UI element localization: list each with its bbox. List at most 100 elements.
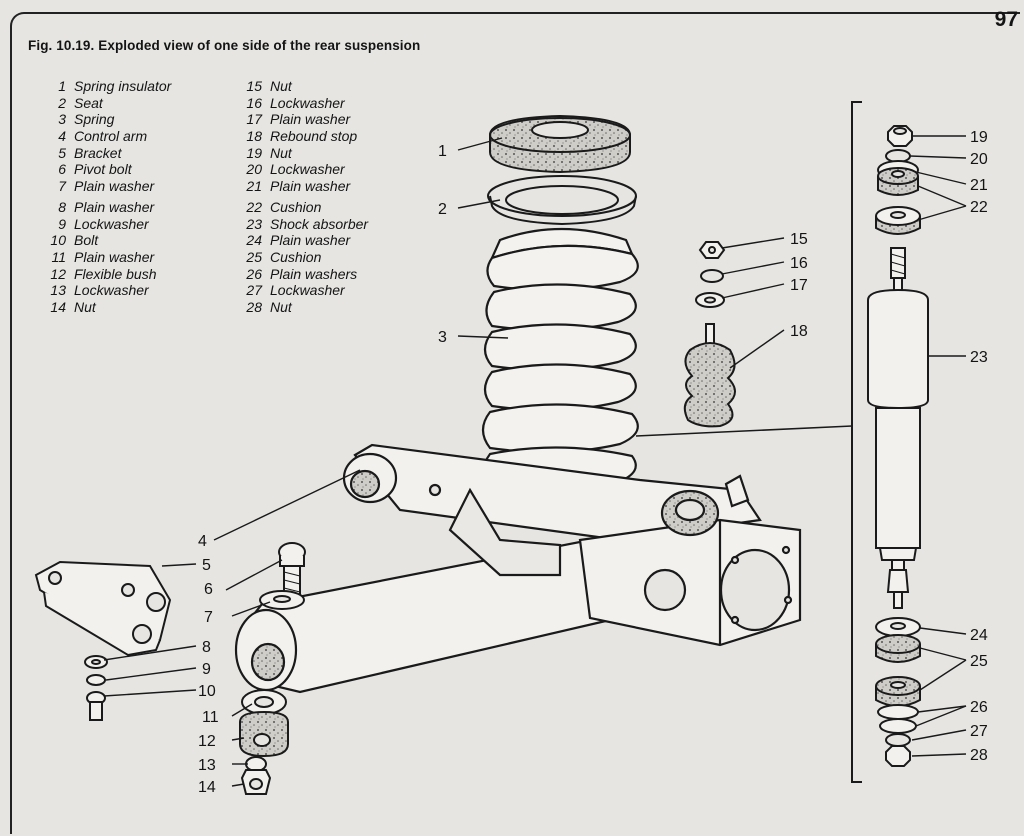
legend-label: Lockwasher bbox=[74, 215, 149, 232]
legend-item-18: 18 Rebound stop bbox=[240, 128, 368, 145]
legend-label: Shock absorber bbox=[270, 215, 369, 232]
legend-label: Plain washer bbox=[270, 111, 351, 128]
legend-number: 14 bbox=[50, 298, 66, 315]
callout-16: 16 bbox=[790, 255, 808, 272]
legend-item-15: 15 Nut bbox=[240, 78, 368, 95]
legend-label: Spring insulator bbox=[74, 78, 172, 94]
legend-item-28: 28 Nut bbox=[240, 299, 368, 316]
spring-insulator bbox=[489, 114, 631, 174]
callout-23: 23 bbox=[970, 349, 988, 366]
spring-to-shock-line bbox=[635, 425, 853, 437]
legend-item-3: 3 Spring bbox=[44, 111, 171, 128]
callout-7: 7 bbox=[204, 609, 213, 626]
legend-number: 20 bbox=[246, 161, 262, 178]
legend-item-8: 8 Plain washer bbox=[44, 199, 171, 216]
coil-spring bbox=[481, 227, 639, 491]
callout-14: 14 bbox=[198, 779, 216, 796]
callout-21: 21 bbox=[970, 177, 988, 194]
legend-item-22: 22 Cushion bbox=[240, 199, 368, 216]
legend-label: Bracket bbox=[74, 144, 122, 161]
legend-label: Plain washer bbox=[74, 198, 155, 215]
leader-lines bbox=[103, 135, 967, 787]
legend-number: 5 bbox=[58, 144, 66, 161]
legend-item-5: 5 Bracket bbox=[44, 145, 171, 162]
callout-1: 1 bbox=[438, 143, 447, 160]
legend-label: Pivot bolt bbox=[74, 161, 132, 178]
legend-number: 18 bbox=[246, 128, 262, 145]
legend-label: Lockwasher bbox=[270, 94, 345, 111]
callout-18: 18 bbox=[790, 323, 808, 340]
callout-17: 17 bbox=[790, 277, 808, 294]
legend-label: Nut bbox=[270, 78, 292, 94]
legend-label: Nut bbox=[74, 298, 96, 315]
legend-number: 25 bbox=[246, 248, 262, 265]
legend-number: 8 bbox=[58, 198, 66, 215]
legend-number: 22 bbox=[246, 198, 262, 215]
legend-label: Cushion bbox=[270, 248, 322, 265]
legend-number: 15 bbox=[246, 78, 262, 94]
legend-label: Control arm bbox=[74, 128, 148, 145]
legend-number: 19 bbox=[246, 144, 262, 161]
legend-number: 10 bbox=[50, 232, 66, 249]
legend-number: 6 bbox=[58, 161, 66, 178]
spring-seat bbox=[487, 175, 637, 226]
callout-6: 6 bbox=[204, 581, 213, 598]
legend-number: 17 bbox=[246, 111, 262, 128]
callout-3: 3 bbox=[438, 329, 447, 346]
callout-5: 5 bbox=[202, 557, 211, 574]
legend-label: Nut bbox=[270, 298, 292, 315]
callout-9: 9 bbox=[202, 661, 211, 678]
legend-label: Spring bbox=[74, 111, 115, 128]
legend-number: 21 bbox=[246, 178, 262, 195]
shock-assembly-bracket bbox=[851, 101, 862, 783]
legend-number: 3 bbox=[58, 111, 66, 128]
bracket-fasteners bbox=[84, 655, 108, 721]
legend-number: 7 bbox=[58, 178, 66, 195]
legend-item-6: 6 Pivot bolt bbox=[44, 161, 171, 178]
legend-label: Lockwasher bbox=[270, 161, 345, 178]
legend-label: Flexible bush bbox=[74, 265, 157, 282]
callout-15: 15 bbox=[790, 231, 808, 248]
callout-labels: 1 2 3 4 5 6 7 8 9 10 11 12 13 14 15 16 1… bbox=[198, 129, 988, 796]
legend-label: Plain washer bbox=[270, 178, 351, 195]
callout-8: 8 bbox=[202, 639, 211, 656]
callout-26: 26 bbox=[970, 699, 988, 716]
legend-label: Nut bbox=[270, 144, 292, 161]
callout-4: 4 bbox=[198, 533, 207, 550]
legend-item-16: 16 Lockwasher bbox=[240, 95, 368, 112]
callout-11: 11 bbox=[202, 709, 219, 726]
legend-item-17: 17 Plain washer bbox=[240, 111, 368, 128]
legend-label: Plain washer bbox=[74, 178, 155, 195]
shock-bottom-hardware bbox=[875, 617, 921, 767]
callout-20: 20 bbox=[970, 151, 988, 168]
legend-label: Rebound stop bbox=[270, 128, 358, 145]
callout-28: 28 bbox=[970, 747, 988, 764]
legend-number: 11 bbox=[51, 248, 66, 265]
shock-absorber bbox=[867, 247, 929, 609]
legend-label: Seat bbox=[74, 94, 103, 111]
legend-number: 12 bbox=[50, 265, 66, 282]
page-frame bbox=[10, 12, 1020, 834]
callout-12: 12 bbox=[198, 733, 216, 750]
control-arm bbox=[234, 443, 802, 694]
legend-number: 27 bbox=[246, 282, 262, 299]
legend-item-7: 7 Plain washer bbox=[44, 178, 171, 195]
legend-label: Bolt bbox=[74, 232, 99, 249]
callout-25: 25 bbox=[970, 653, 988, 670]
legend-number: 16 bbox=[246, 94, 262, 111]
legend-item-25: 25 Cushion bbox=[240, 249, 368, 266]
callout-19: 19 bbox=[970, 129, 988, 146]
legend-label: Cushion bbox=[270, 198, 322, 215]
legend-item-21: 21 Plain washer bbox=[240, 178, 368, 195]
legend-number: 28 bbox=[246, 298, 262, 315]
